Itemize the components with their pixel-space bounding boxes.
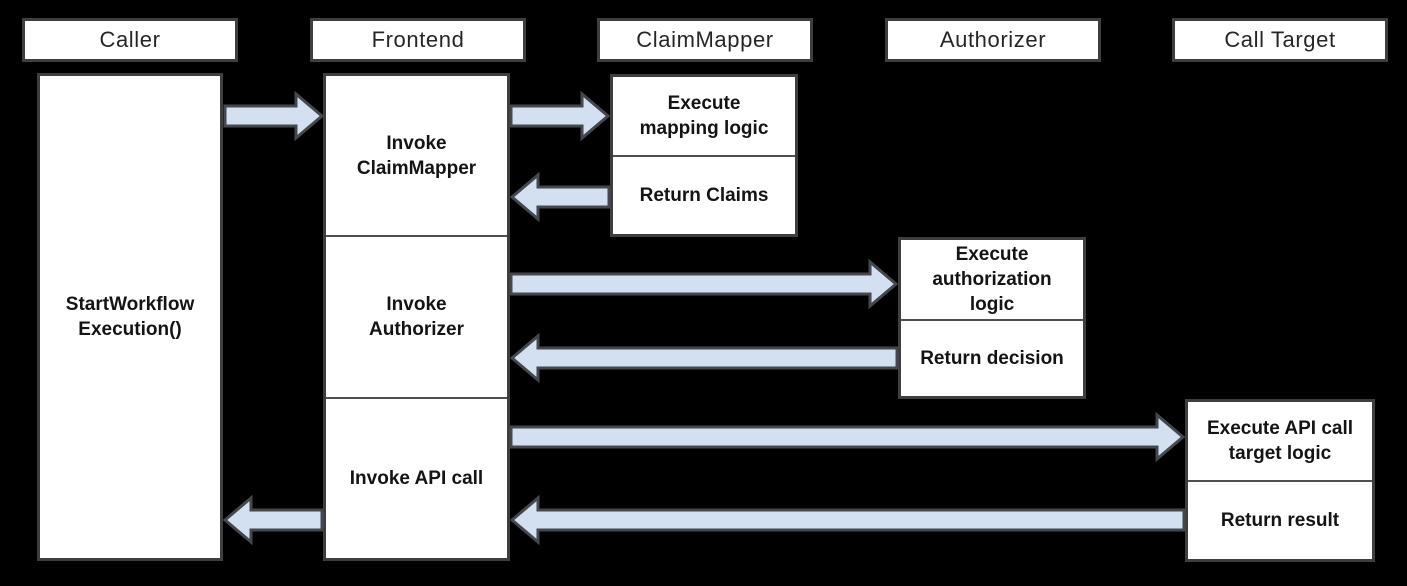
step-return-decision: Return decision [901, 319, 1083, 396]
step-invoke-api-call: Invoke API call [326, 396, 507, 558]
arrow-authorizer-to-frontend [509, 332, 899, 384]
lane-header-frontend: Frontend [310, 18, 526, 62]
activation-call-target: Execute API call target logic Return res… [1185, 399, 1375, 562]
activation-frontend: Invoke ClaimMapper Invoke Authorizer Inv… [323, 73, 510, 561]
step-startworkflowexecution: StartWorkflow Execution() [65, 293, 195, 340]
step-execute-api-call-target-logic: Execute API call target logic [1206, 417, 1354, 464]
step-execute-mapping-logic: Execute mapping logic [639, 92, 769, 139]
activation-authorizer: Execute authorization logic Return decis… [898, 237, 1086, 399]
arrow-frontend-to-caller [222, 494, 324, 546]
lane-header-call-target: Call Target [1172, 18, 1388, 62]
step-invoke-authorizer: Invoke Authorizer [326, 235, 507, 396]
step-return-claims: Return Claims [613, 154, 795, 235]
step-return-result: Return result [1188, 479, 1372, 560]
activation-claimmapper: Execute mapping logic Return Claims [610, 74, 798, 237]
arrow-frontend-to-call-target [509, 411, 1186, 463]
lane-header-claimmapper: ClaimMapper [597, 18, 813, 62]
step-execute-authorization-logic: Execute authorization logic [932, 244, 1052, 316]
lane-header-caller: Caller [22, 18, 238, 62]
step-invoke-claimmapper: Invoke ClaimMapper [356, 132, 477, 179]
arrow-frontend-to-claimmapper [509, 90, 611, 142]
lane-header-authorizer: Authorizer [885, 18, 1101, 62]
arrow-caller-to-frontend [223, 90, 325, 142]
arrow-claimmapper-to-frontend [509, 171, 611, 223]
activation-caller: StartWorkflow Execution() [37, 73, 223, 561]
arrow-frontend-to-authorizer [509, 258, 899, 310]
arrow-call-target-to-frontend [509, 494, 1186, 546]
